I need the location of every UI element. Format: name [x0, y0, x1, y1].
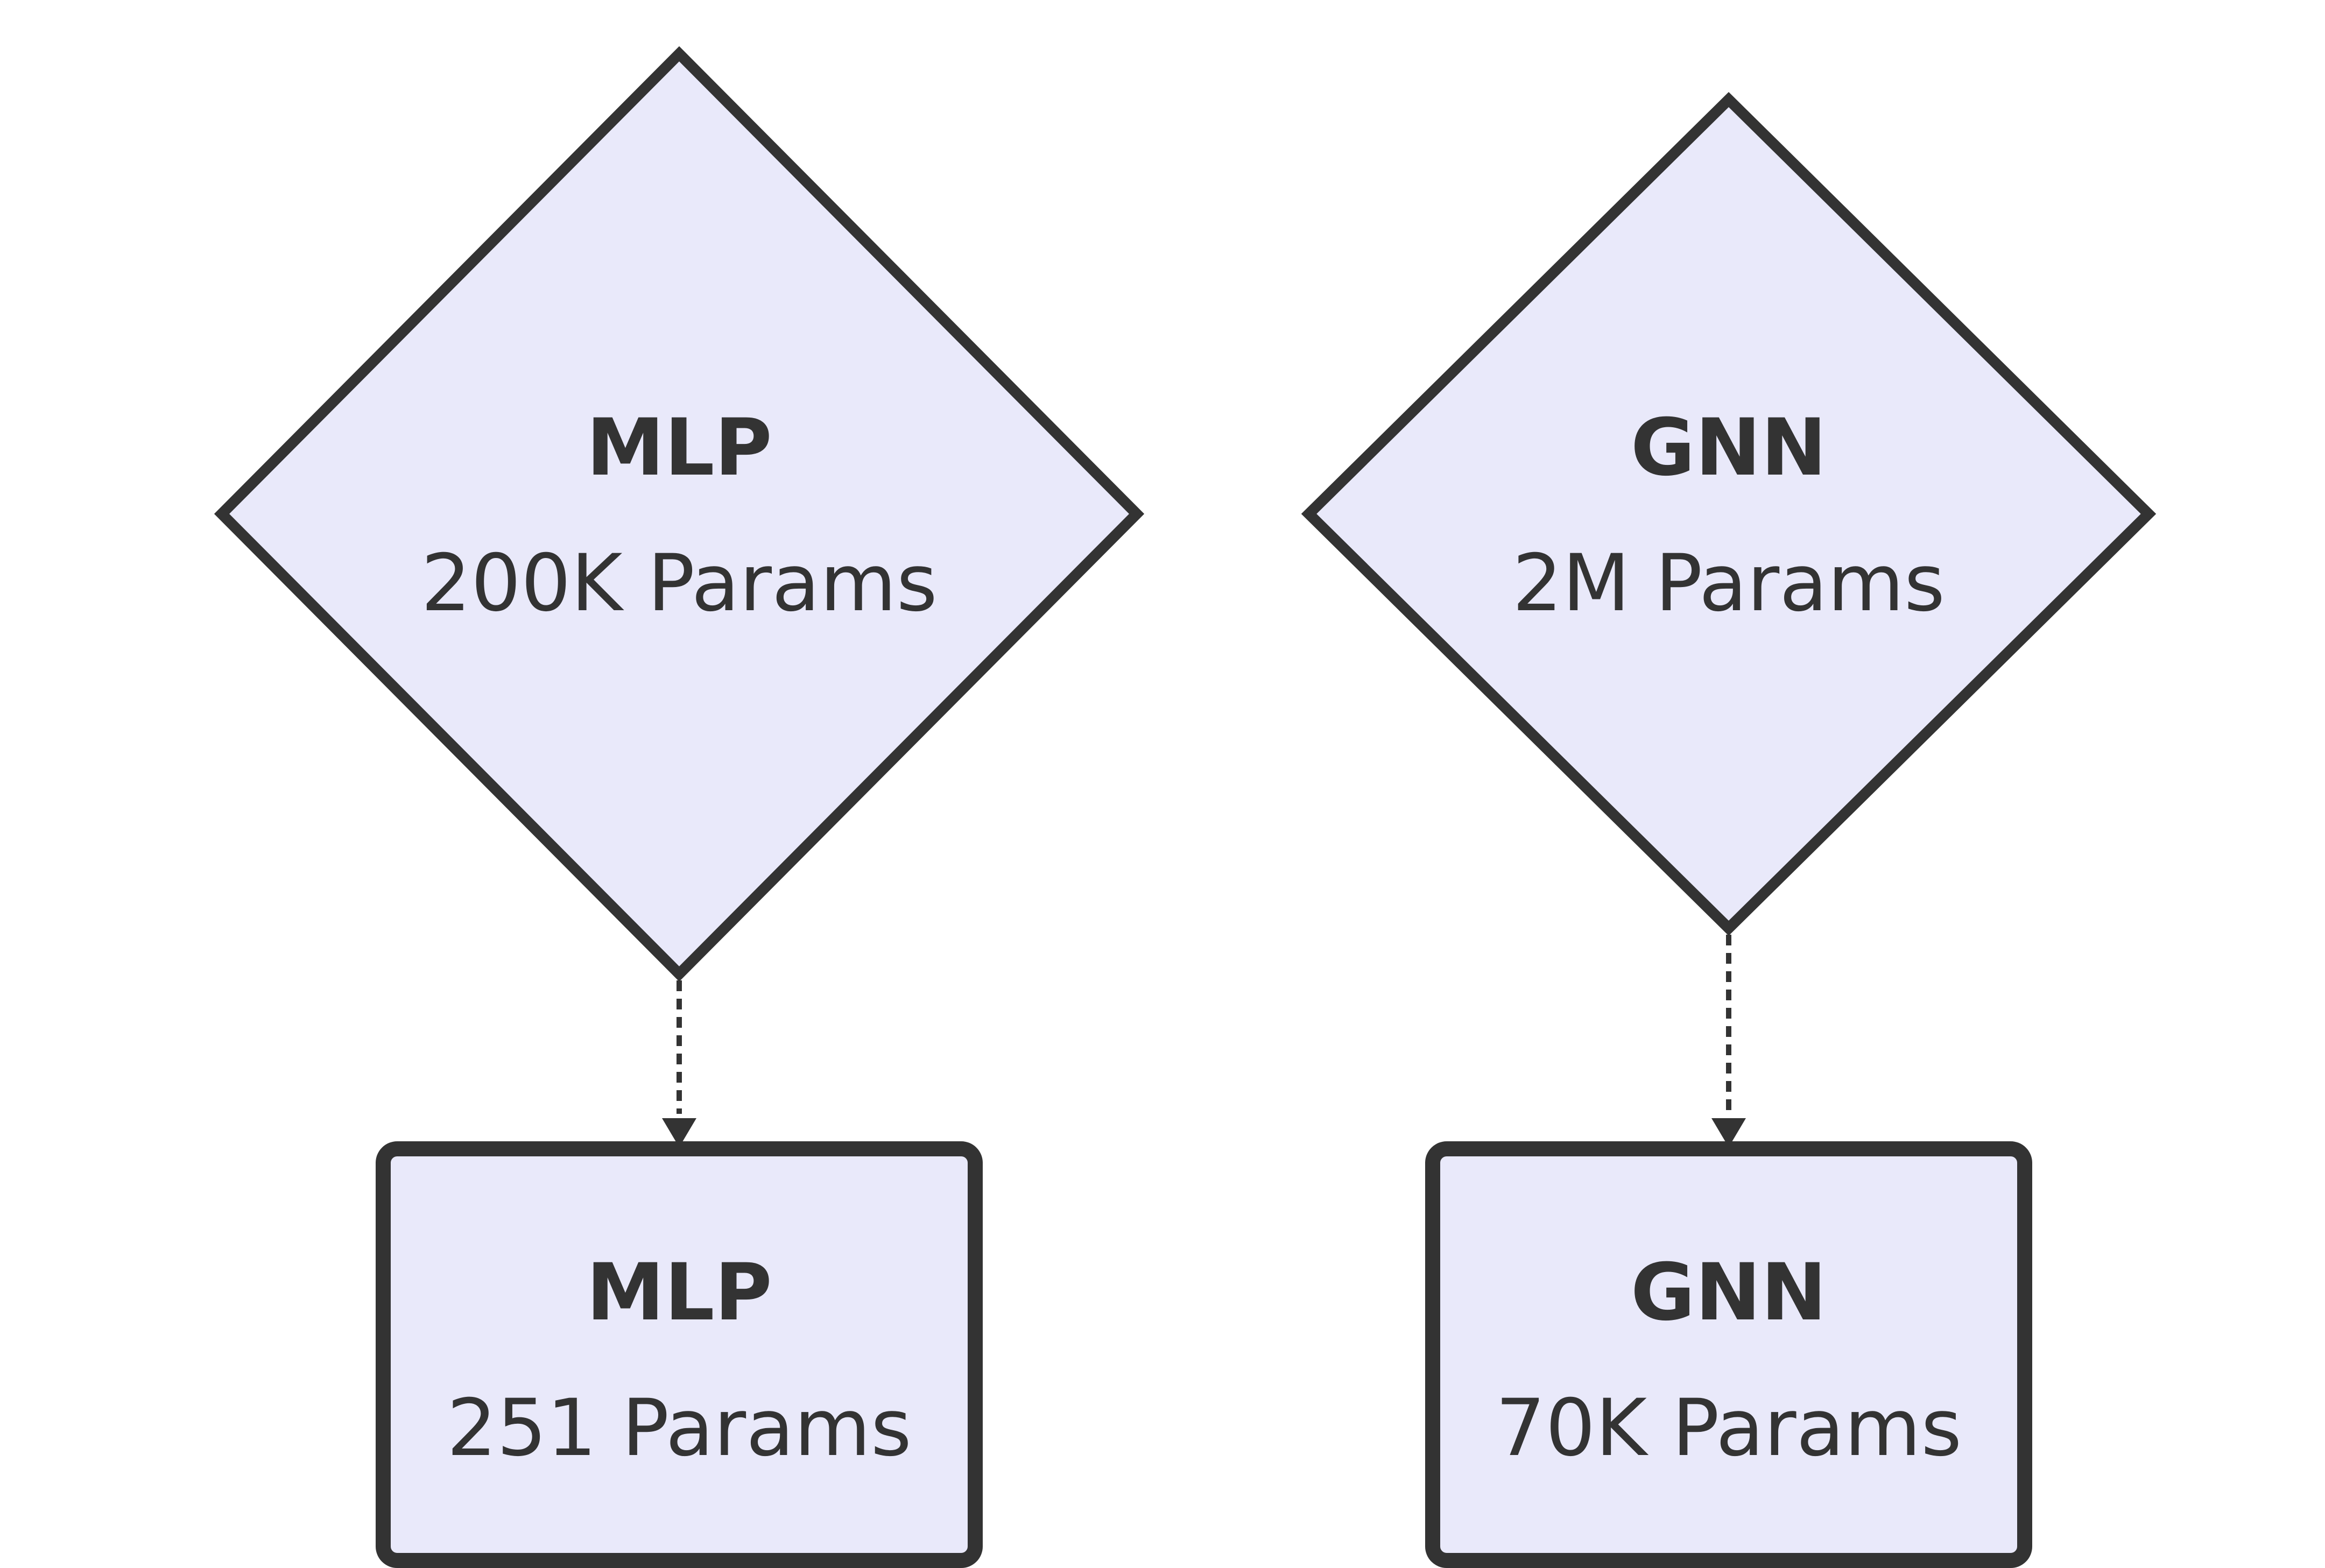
edge-gnn-large-to-gnn-small: [1711, 935, 1746, 1147]
node-mlp-large: MLP 200K Params: [214, 46, 1145, 982]
mlp-small-title: MLP: [586, 1247, 772, 1338]
node-mlp-small: MLP 251 Params: [376, 1141, 983, 1568]
gnn-small-subtitle: 70K Params: [1496, 1382, 1962, 1474]
edge-mlp-large-to-mlp-small: [662, 980, 696, 1147]
gnn-small-rect-shape: [1425, 1141, 2032, 1568]
node-gnn-small: GNN 70K Params: [1425, 1141, 2032, 1568]
mlp-small-subtitle: 251 Params: [447, 1382, 912, 1474]
edge-mlp-arrowhead-icon: [662, 1118, 696, 1147]
gnn-large-title: GNN: [1631, 402, 1827, 493]
mlp-large-title: MLP: [586, 402, 772, 493]
gnn-large-subtitle: 2M Params: [1512, 538, 1945, 629]
edge-gnn-arrowhead-icon: [1711, 1118, 1746, 1147]
mlp-large-diamond-shape: [214, 46, 1145, 982]
mlp-small-rect-shape: [376, 1141, 983, 1568]
gnn-small-title: GNN: [1631, 1247, 1827, 1338]
gnn-large-diamond-shape: [1301, 91, 2157, 936]
node-gnn-large: GNN 2M Params: [1301, 91, 2157, 936]
mlp-large-subtitle: 200K Params: [421, 538, 938, 629]
